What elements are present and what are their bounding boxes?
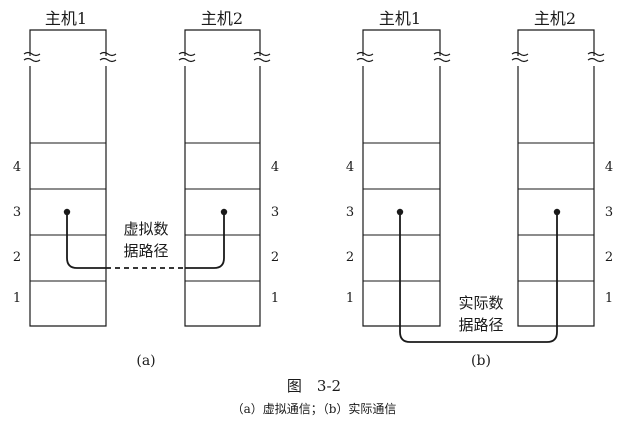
host2-layer-number: 1: [271, 291, 279, 306]
host2-layer-number: 2: [271, 250, 279, 265]
host1-stack-body: [29, 66, 107, 327]
actual-path-endpoint-host2: [553, 208, 561, 216]
figure-caption: （a）虚拟通信；（b）实际通信: [232, 401, 397, 416]
host1-stack-top: [29, 29, 107, 56]
host2-layer-number: 4: [271, 160, 279, 175]
host2-stack-top: [517, 29, 595, 56]
diagram-a-host2: 主机2 4 3 2 1: [178, 9, 279, 327]
host1-layer-number: 1: [13, 291, 21, 306]
host2-break-mark-right: [587, 51, 605, 63]
actual-path-label-line1: 实际数: [458, 294, 503, 312]
virtual-data-path: 虚拟数 据路径: [63, 208, 228, 269]
host1-break-mark-left: [356, 51, 374, 63]
actual-path-endpoint-host1: [396, 208, 404, 216]
figure-title: 图 3-2: [287, 377, 341, 395]
diagram-a-host1: 主机1 4 3 2 1: [13, 9, 117, 327]
host1-label: 主机1: [379, 9, 421, 28]
host2-break-mark-right: [253, 51, 271, 63]
host1-layer-number: 2: [13, 250, 21, 265]
diagram-a: 主机1 4 3 2 1 主机2 4 3 2: [13, 9, 279, 369]
host1-break-mark-right: [99, 51, 117, 63]
actual-path-line: [399, 212, 558, 343]
virtual-path-endpoint-host1: [63, 208, 71, 216]
host1-layer-number: 4: [346, 160, 354, 175]
host1-break-mark-right: [433, 51, 451, 63]
actual-data-path: 实际数 据路径: [396, 208, 561, 343]
host1-layer-number: 4: [13, 160, 21, 175]
virtual-path-endpoint-host2: [220, 208, 228, 216]
diagram-b-host1: 主机1 4 3 2 1: [346, 9, 451, 327]
host1-layer-number: 3: [13, 205, 21, 220]
host2-stack-body: [517, 66, 595, 327]
diagram-a-sublabel: (a): [136, 353, 155, 369]
host2-layer-number: 2: [605, 250, 613, 265]
diagram-b: 主机1 4 3 2 1 主机2 4 3 2: [346, 9, 613, 369]
host2-break-mark-left: [511, 51, 529, 63]
host1-stack-body: [362, 66, 441, 327]
virtual-path-left-segment: [66, 212, 106, 269]
host1-stack-top: [362, 29, 441, 56]
host2-layer-number: 4: [605, 160, 613, 175]
host1-layer-number: 2: [346, 250, 354, 265]
host2-layer-number: 3: [605, 205, 613, 220]
host1-break-mark-left: [23, 51, 41, 63]
virtual-path-label-line1: 虚拟数: [123, 220, 168, 238]
host2-label: 主机2: [201, 9, 243, 28]
host2-layer-number: 3: [271, 205, 279, 220]
host1-layer-number: 1: [346, 291, 354, 306]
host1-label: 主机1: [45, 9, 87, 28]
host2-layer-number: 1: [605, 291, 613, 306]
host2-break-mark-left: [178, 51, 196, 63]
host1-layer-number: 3: [346, 205, 354, 220]
host2-stack-body: [184, 66, 261, 327]
diagram-b-host2: 主机2 4 3 2 1: [511, 9, 613, 327]
host2-label: 主机2: [534, 9, 576, 28]
host2-stack-top: [184, 29, 261, 56]
diagram-b-sublabel: (b): [471, 353, 491, 369]
virtual-path-right-segment: [185, 212, 225, 269]
virtual-path-label-line2: 据路径: [123, 242, 168, 260]
actual-path-label-line2: 据路径: [458, 316, 503, 334]
